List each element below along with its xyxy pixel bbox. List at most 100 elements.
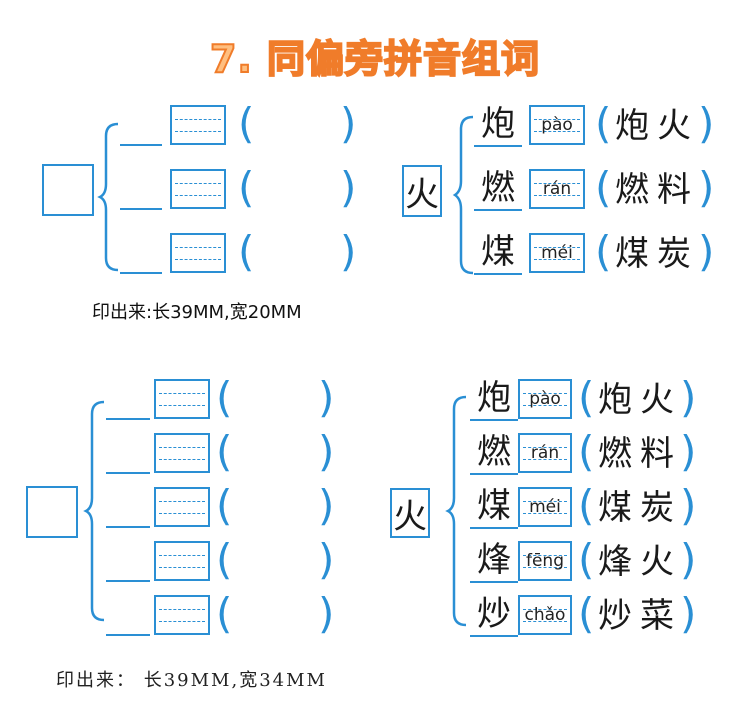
open-paren: ( [578,427,595,476]
open-paren: ( [216,589,233,638]
row-word: 燃料 [615,170,699,210]
row-word: 烽火 [598,542,682,582]
row-char: 炮 [477,378,511,418]
pinyin-box[interactable] [154,379,210,419]
pinyin-text: pào [529,389,561,409]
pinyin-box[interactable] [170,105,226,145]
open-paren: ( [216,481,233,530]
pinyin-box: chǎo [518,595,572,635]
blank-char-line[interactable] [106,418,150,420]
char-underline [474,209,522,211]
pinyin-text: rán [530,443,560,463]
pinyin-box[interactable] [170,169,226,209]
word-blank[interactable] [260,233,336,273]
radical-box: 火 [402,165,442,217]
open-paren: ( [216,427,233,476]
row-word: 炒菜 [598,596,682,636]
page-title: 7. 同偏旁拼音组词 [209,36,541,82]
char-underline [474,145,522,147]
word-blank[interactable] [238,379,314,419]
row-word: 煤炭 [615,234,699,274]
close-paren: ) [318,427,335,476]
close-paren: ) [680,481,697,530]
pinyin-box[interactable] [154,487,210,527]
char-underline [470,473,518,475]
blank-char-line[interactable] [120,144,162,146]
row-char: 烽 [477,540,511,580]
open-paren: ( [578,373,595,422]
blank-radical-box[interactable] [26,486,78,538]
print-size-note: 印出来:长39MM,宽20MM [92,302,302,323]
word-blank[interactable] [260,105,336,145]
close-paren: ) [340,227,357,276]
pinyin-box[interactable] [154,541,210,581]
row-char: 炒 [477,594,511,634]
radical-char: 火 [405,174,439,215]
pinyin-box: méi [529,233,585,273]
close-paren: ) [680,589,697,638]
row-char: 煤 [481,232,515,272]
pinyin-text: fēng [525,551,564,571]
pinyin-text: méi [529,497,561,517]
pinyin-box[interactable] [154,595,210,635]
pinyin-text: pào [541,115,573,135]
row-char: 煤 [477,486,511,526]
close-paren: ) [680,373,697,422]
close-paren: ) [318,589,335,638]
radical-box: 火 [390,488,430,538]
radical-char: 火 [393,496,427,537]
pinyin-box: méi [518,487,572,527]
char-underline [470,527,518,529]
pinyin-box: rán [518,433,572,473]
blank-char-line[interactable] [120,272,162,274]
close-paren: ) [698,163,715,212]
char-underline [474,273,522,275]
open-paren: ( [595,99,612,148]
open-paren: ( [578,535,595,584]
row-word: 炮火 [615,106,699,146]
left-brace [83,400,105,622]
blank-char-line[interactable] [106,634,150,636]
char-underline [470,635,518,637]
close-paren: ) [318,373,335,422]
pinyin-text: rán [542,179,572,199]
print-size-note: 印出来： 长39MM,宽34MM [56,670,327,691]
open-paren: ( [595,163,612,212]
open-paren: ( [238,99,255,148]
blank-char-line[interactable] [120,208,162,210]
open-paren: ( [216,373,233,422]
row-char: 燃 [481,168,515,208]
pinyin-text: chǎo [524,605,566,625]
char-underline [470,581,518,583]
close-paren: ) [698,99,715,148]
open-paren: ( [216,535,233,584]
blank-char-line[interactable] [106,472,150,474]
close-paren: ) [340,163,357,212]
pinyin-text: méi [541,243,573,263]
pinyin-box[interactable] [154,433,210,473]
word-blank[interactable] [238,433,314,473]
char-underline [470,419,518,421]
close-paren: ) [318,535,335,584]
open-paren: ( [238,227,255,276]
pinyin-box[interactable] [170,233,226,273]
left-brace [452,115,474,275]
close-paren: ) [318,481,335,530]
left-brace [97,122,119,272]
blank-char-line[interactable] [106,526,150,528]
row-word: 炮火 [598,380,682,420]
blank-radical-box[interactable] [42,164,94,216]
word-blank[interactable] [238,487,314,527]
word-blank[interactable] [238,541,314,581]
open-paren: ( [578,481,595,530]
pinyin-box: fēng [518,541,572,581]
close-paren: ) [680,427,697,476]
close-paren: ) [680,535,697,584]
pinyin-box: rán [529,169,585,209]
word-blank[interactable] [238,595,314,635]
row-char: 燃 [477,432,511,472]
close-paren: ) [340,99,357,148]
blank-char-line[interactable] [106,580,150,582]
word-blank[interactable] [260,169,336,209]
pinyin-box: pào [518,379,572,419]
